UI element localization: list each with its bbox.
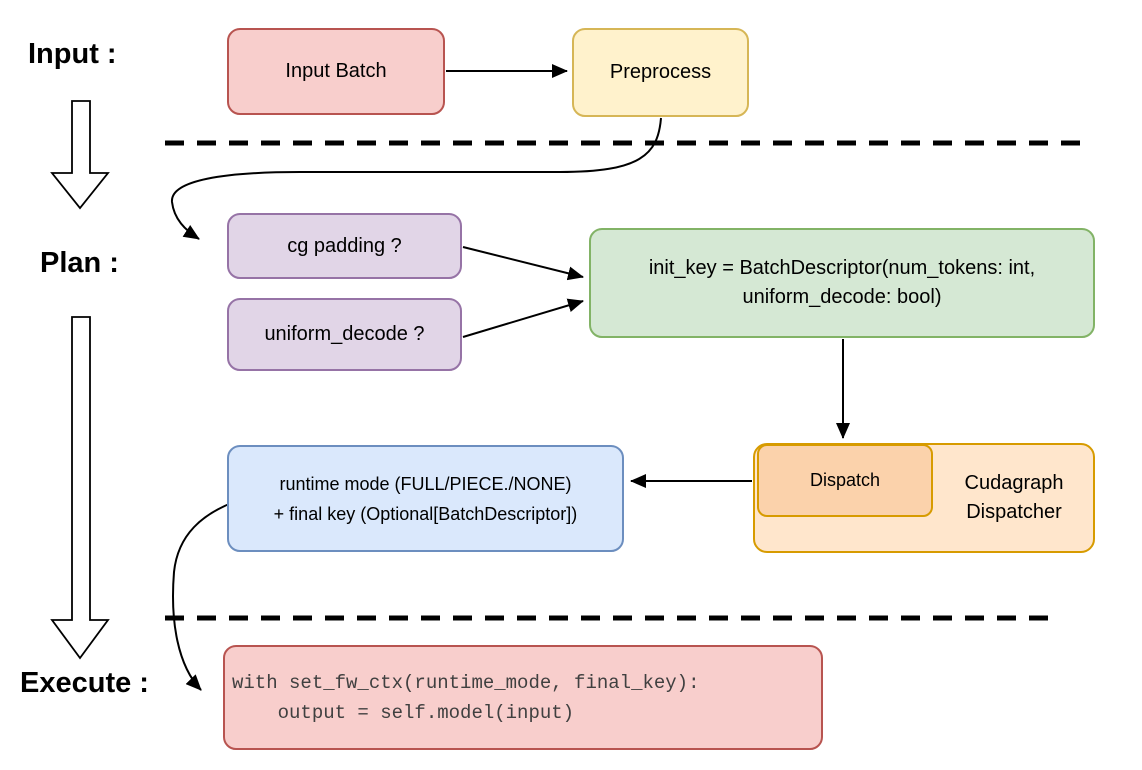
stage-arrow-input-to-plan-icon — [50, 100, 110, 210]
execute-code-line1: with set_fw_ctx(runtime_mode, final_key)… — [232, 671, 700, 694]
node-uniform-decode: uniform_decode ? — [227, 298, 462, 371]
node-init-key: init_key = BatchDescriptor(num_tokens: i… — [589, 228, 1095, 338]
stage-label-execute: Execute : — [20, 667, 149, 699]
node-uniform-decode-label: uniform_decode ? — [264, 323, 425, 345]
arrow-runtimemode-to-executecode — [172, 501, 235, 691]
arrow-cgpadding-to-initkey — [462, 246, 584, 281]
node-preprocess-label: Preprocess — [609, 61, 712, 83]
node-preprocess: Preprocess — [572, 28, 749, 117]
node-input-batch-label: Input Batch — [285, 60, 387, 82]
node-execute-code: with set_fw_ctx(runtime_mode, final_key)… — [223, 645, 823, 750]
stage-arrow-plan-to-execute-icon — [50, 316, 110, 660]
stage-label-plan: Plan : — [40, 247, 119, 279]
node-runtime-mode-line1: runtime mode (FULL/PIECE./NONE) — [279, 473, 572, 494]
node-input-batch: Input Batch — [227, 28, 445, 115]
node-dispatch: Dispatch — [757, 444, 933, 517]
arrow-preprocess-to-cgpadding — [170, 117, 662, 240]
node-runtime-mode-line2: + final key (Optional[BatchDescriptor]) — [273, 503, 578, 524]
node-runtime-mode: runtime mode (FULL/PIECE./NONE) + final … — [227, 445, 624, 552]
node-init-key-line2: uniform_decode: bool) — [742, 286, 942, 308]
node-dispatch-label: Dispatch — [809, 470, 881, 490]
node-cudagraph-dispatcher-label: Cudagraph Dispatcher — [933, 443, 1095, 553]
node-cudagraph-dispatcher-line2: Dispatcher — [966, 501, 1062, 523]
stage-label-input: Input : — [28, 38, 117, 70]
node-cudagraph-dispatcher-line1: Cudagraph — [964, 472, 1064, 494]
node-init-key-line1: init_key = BatchDescriptor(num_tokens: i… — [648, 257, 1036, 279]
execute-code-line2: output = self.model(input) — [232, 701, 575, 724]
arrow-uniformdecode-to-initkey — [462, 298, 584, 338]
node-cg-padding: cg padding ? — [227, 213, 462, 279]
node-cg-padding-label: cg padding ? — [287, 234, 402, 257]
